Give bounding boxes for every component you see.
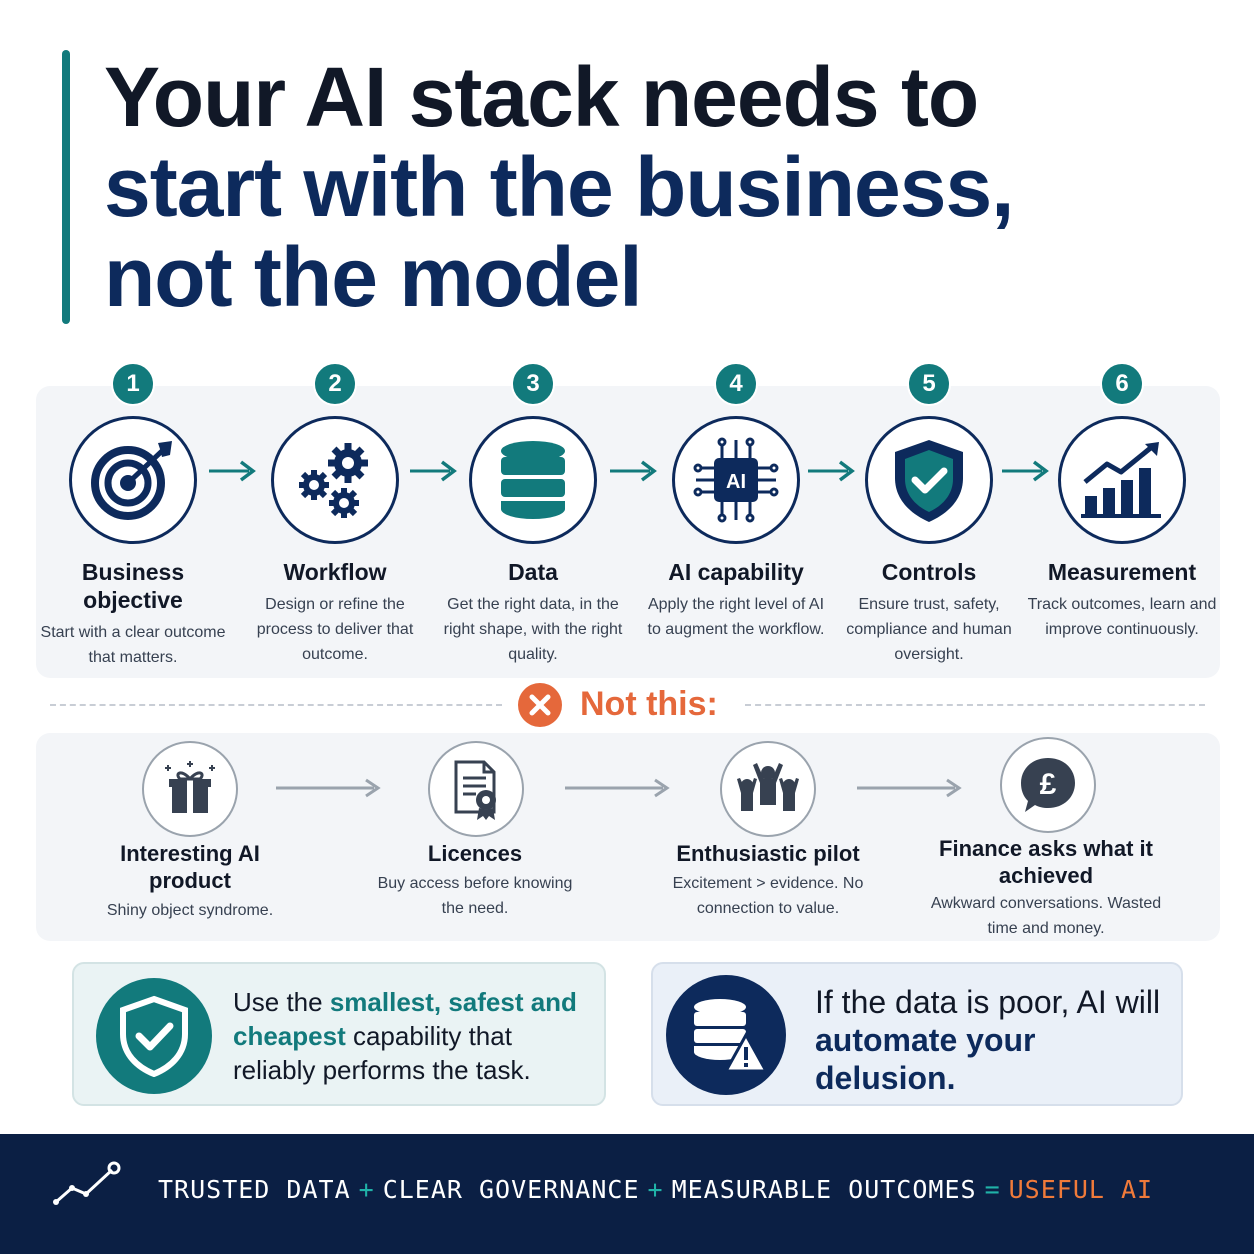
database-icon bbox=[469, 416, 597, 544]
gears-icon bbox=[271, 416, 399, 544]
step-title: Business objective bbox=[81, 559, 185, 613]
step-number: 3 bbox=[511, 362, 555, 406]
anti-step-title: Enthusiastic pilot bbox=[676, 841, 860, 866]
database-warning-icon bbox=[666, 975, 786, 1095]
footer-result-useful-ai: USEFUL AI bbox=[1008, 1175, 1154, 1204]
divider-left bbox=[50, 704, 502, 706]
step-description: Ensure trust, safety, compliance and hum… bbox=[846, 596, 1012, 663]
anti-step-interesting-ai-product: Interesting AI product Shiny object synd… bbox=[90, 840, 290, 923]
anti-step-finance-asks: Finance asks what it achieved Awkward co… bbox=[930, 835, 1162, 941]
step-workflow: 2 bbox=[240, 362, 430, 667]
certificate-icon bbox=[428, 741, 524, 837]
footer-operator: + bbox=[647, 1175, 664, 1204]
arrow-right-icon bbox=[410, 460, 457, 482]
title-line-2: start with the business, bbox=[104, 140, 1015, 234]
cheering-people-icon bbox=[720, 741, 816, 837]
footer-term-measurable-outcomes: MEASURABLE OUTCOMES bbox=[671, 1175, 977, 1204]
step-title: AI capability bbox=[668, 559, 804, 585]
step-description: Get the right data, in the right shape, … bbox=[443, 596, 623, 663]
trend-line-icon bbox=[53, 1161, 121, 1205]
step-number: 1 bbox=[111, 362, 155, 406]
step-number: 6 bbox=[1100, 362, 1144, 406]
step-title: Controls bbox=[881, 559, 977, 585]
gift-icon bbox=[142, 741, 238, 837]
title-line-3: not the model bbox=[104, 230, 643, 324]
anti-step-description: Excitement > evidence. No connection to … bbox=[672, 875, 864, 917]
x-circle-icon bbox=[518, 683, 562, 727]
step-number: 4 bbox=[714, 362, 758, 406]
step-description: Design or refine the process to deliver … bbox=[256, 596, 414, 663]
target-icon bbox=[69, 416, 197, 544]
title-accent-bar bbox=[62, 50, 70, 324]
steps-panel bbox=[36, 386, 1220, 678]
shield-check-icon bbox=[96, 978, 212, 1094]
pound-symbol: £ bbox=[1040, 768, 1057, 801]
arrow-right-icon bbox=[808, 460, 855, 482]
arrow-right-icon bbox=[1002, 460, 1049, 482]
step-title: Data bbox=[508, 559, 558, 585]
step-description: Start with a clear outcome that matters. bbox=[40, 624, 226, 666]
step-controls: 5 Controls Ensure trust, safety, complia… bbox=[834, 362, 1024, 667]
step-title: Workflow bbox=[283, 559, 387, 585]
callout-text-post: capability that reliably performs the ta… bbox=[233, 1021, 531, 1085]
anti-step-description: Shiny object syndrome. bbox=[106, 902, 274, 919]
anti-step-title: Interesting AI product bbox=[120, 841, 260, 893]
step-number: 5 bbox=[907, 362, 951, 406]
arrow-right-icon bbox=[610, 460, 657, 482]
footer-banner bbox=[0, 1134, 1254, 1254]
arrow-right-gray-icon bbox=[857, 778, 962, 798]
arrow-right-icon bbox=[209, 460, 256, 482]
ai-chip-label: AI bbox=[726, 471, 746, 493]
step-measurement: 6 Measurement Track outcomes, learn and … bbox=[1027, 362, 1217, 642]
callout-text: If the data is poor, AI will automate yo… bbox=[815, 983, 1175, 1097]
pound-speech-icon: £ bbox=[1000, 737, 1096, 833]
anti-step-title: Licences bbox=[427, 841, 523, 866]
ai-chip-icon: AI bbox=[672, 416, 800, 544]
anti-step-enthusiastic-pilot: Enthusiastic pilot Excitement > evidence… bbox=[668, 840, 868, 921]
growth-chart-icon bbox=[1058, 416, 1186, 544]
footer-equation: TRUSTED DATA+CLEAR GOVERNANCE+MEASURABLE… bbox=[158, 1172, 1218, 1208]
page-title: Your AI stack needs to start with the bu… bbox=[104, 52, 1224, 322]
step-business-objective: 1 Business objective Start with a clear … bbox=[38, 362, 228, 670]
footer-operator: + bbox=[358, 1175, 375, 1204]
anti-step-description: Awkward conversations. Wasted time and m… bbox=[930, 895, 1162, 937]
not-this-label: Not this: bbox=[580, 685, 718, 723]
callout-text-pre: Use the bbox=[233, 987, 330, 1017]
anti-step-licences: Licences Buy access before knowing the n… bbox=[375, 840, 575, 921]
callout-highlight: smallest, safest and cheapest bbox=[233, 987, 577, 1051]
footer-term-trusted-data: TRUSTED DATA bbox=[158, 1175, 351, 1204]
step-description: Apply the right level of AI to augment t… bbox=[647, 596, 825, 638]
step-ai-capability: 4 AI AI capability Apply the right level… bbox=[641, 362, 831, 642]
arrow-right-gray-icon bbox=[276, 778, 381, 798]
footer-operator: = bbox=[984, 1175, 1001, 1204]
anti-step-title: Finance asks what it achieved bbox=[939, 836, 1153, 888]
step-data: 3 Data Get the right data, in the right … bbox=[438, 362, 628, 667]
step-title: Measurement bbox=[1047, 559, 1197, 585]
anti-step-description: Buy access before knowing the need. bbox=[377, 875, 573, 917]
divider-right bbox=[745, 704, 1205, 706]
step-description: Track outcomes, learn and improve contin… bbox=[1027, 596, 1217, 638]
arrow-right-gray-icon bbox=[565, 778, 670, 798]
callout-text-pre: If the data is poor, AI will bbox=[815, 984, 1161, 1020]
callout-text: Use the smallest, safest and cheapest ca… bbox=[233, 985, 593, 1087]
title-line-1: Your AI stack needs to bbox=[104, 50, 979, 144]
footer-term-clear-governance: CLEAR GOVERNANCE bbox=[382, 1175, 640, 1204]
callout-highlight: automate your delusion. bbox=[815, 1022, 1036, 1096]
shield-check-icon bbox=[865, 416, 993, 544]
step-number: 2 bbox=[313, 362, 357, 406]
